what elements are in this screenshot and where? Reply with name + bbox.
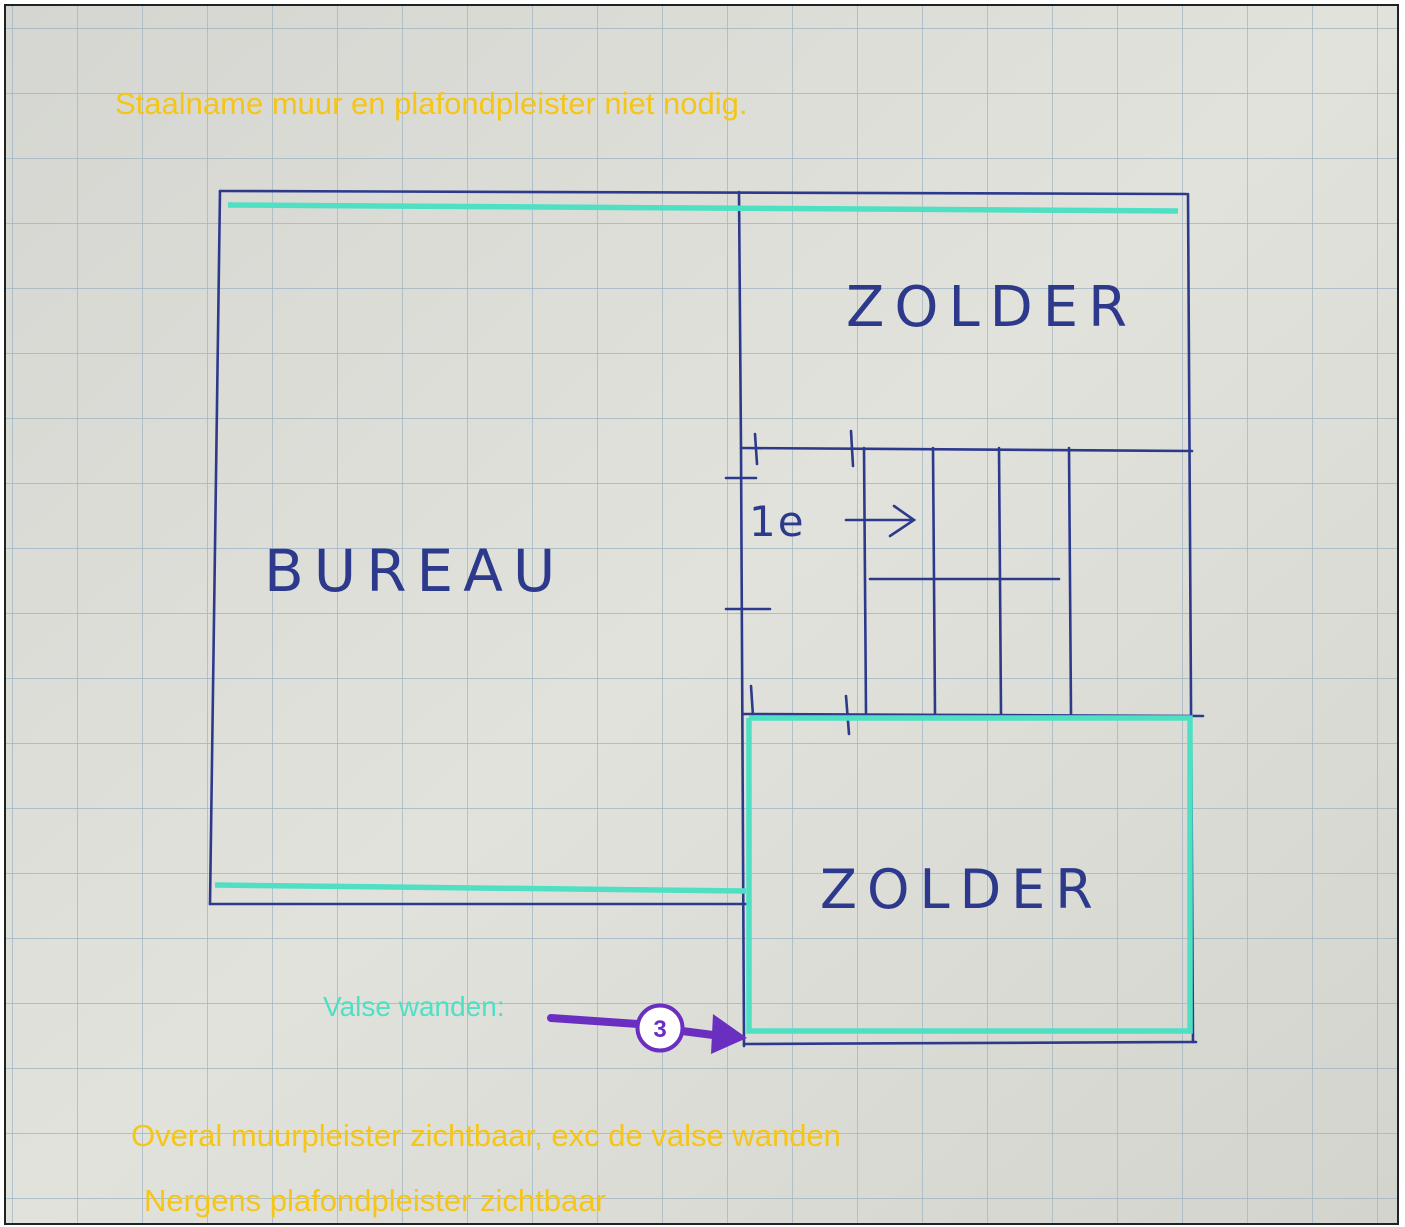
note-bottom-1: Overal muurpleister zichtbaar, exc de va…: [131, 1118, 841, 1153]
callout-arrow-icon: [547, 1014, 747, 1054]
callout-badge-number: 3: [653, 1016, 666, 1043]
room-label-zolder-top: ZOLDER: [846, 275, 1137, 340]
false-wall-highlights: [214, 202, 1193, 1034]
note-false-walls: Valse wanden:: [323, 991, 505, 1022]
ink-walls: [208, 189, 1205, 1048]
note-top: Staalname muur en plafondpleister niet n…: [115, 86, 748, 121]
sample-label: 1e: [749, 497, 806, 546]
room-label-bureau: BUREAU: [264, 537, 565, 605]
sample-arrow-icon: [844, 504, 917, 538]
room-label-zolder-bottom: ZOLDER: [820, 858, 1103, 921]
floor-plan-sketch: BUREAU ZOLDER ZOLDER 1e 3: [6, 6, 1397, 1223]
note-bottom-2: Nergens plafondpleister zichtbaar: [144, 1183, 606, 1218]
callout-badge: 3: [635, 1003, 685, 1053]
image-frame: BUREAU ZOLDER ZOLDER 1e 3 Staalname muur…: [4, 4, 1399, 1225]
